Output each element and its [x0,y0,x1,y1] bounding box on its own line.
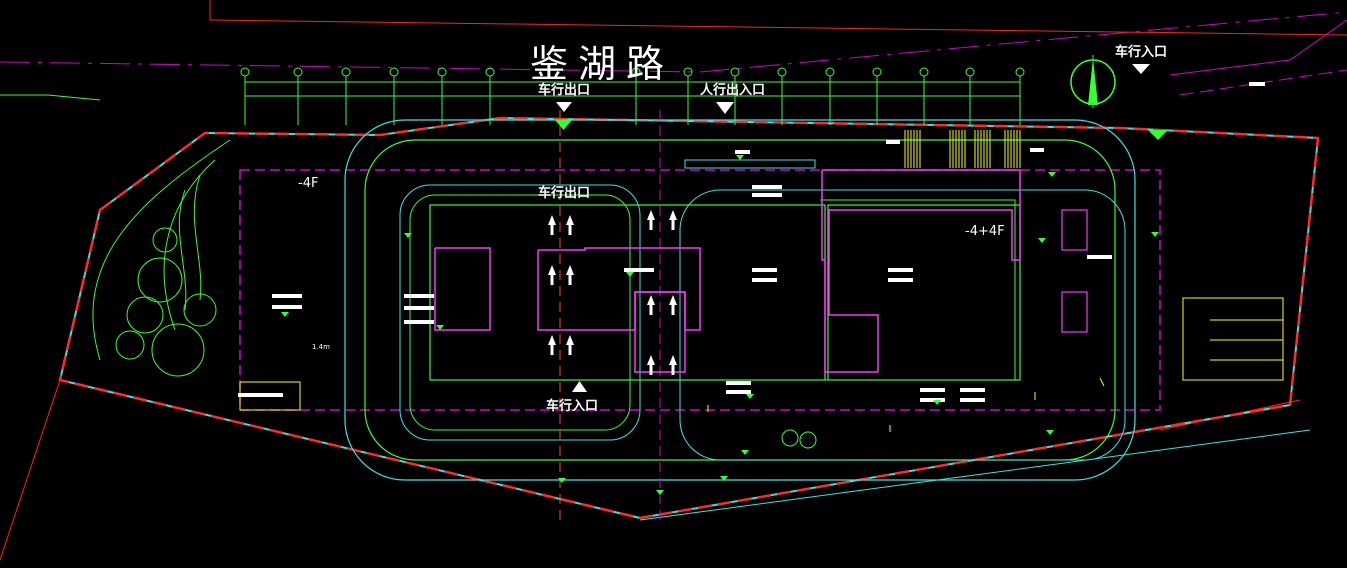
ramp-ticks [707,377,1105,432]
parking-arrow-icon [669,295,677,315]
parking-arrow-icon [566,335,574,355]
lamp-icon [293,67,303,77]
entrance-triangle-icon [555,64,1168,392]
lamp-icon [777,67,787,77]
floors-left-label: -4F [298,176,318,191]
road-name: 鉴湖路 [530,42,674,86]
crosswalks [904,130,1021,168]
lamp-icon [825,67,835,77]
tree-symbol-icon [115,227,817,449]
site-boundary [58,116,1320,520]
parking-arrow-icon [566,265,574,285]
buildings [239,159,1284,411]
parking-arrow-icon [669,355,677,375]
parking-arrow-icon [647,295,655,315]
vehicle-exit-inner-label: 车行出口 [538,185,590,201]
north-arrow-icon [1070,55,1116,108]
lamp-icon [965,67,975,77]
vehicle-exit-top-label: 车行出口 [538,82,590,98]
lamp-icon [730,67,740,77]
pedestrian-entrance-label: 人行出入口 [700,82,765,98]
lamp-icon [240,67,250,77]
basement-outline [239,169,1161,411]
parking-arrow-icon [647,210,655,230]
parking-arrow-icon [548,215,556,235]
lamp-icon [389,67,399,77]
lamp-icon [341,67,351,77]
street-lamps [240,67,1025,125]
vehicle-entrance-bottom-label: 车行入口 [546,398,598,414]
lamp-icon [437,67,447,77]
parking-arrow-icon [548,265,556,285]
landscape-area [92,139,817,449]
lamp-icon [919,67,929,77]
small-value-label: 1.4m [312,343,330,351]
parking-arrow-icon [669,210,677,230]
internal-roads [344,110,1136,520]
parking-arrow-icon [548,335,556,355]
lamp-icon [872,67,882,77]
parking-arrows [548,210,677,375]
lamp-icon [1015,67,1025,77]
elevation-markers [281,155,1159,495]
annotation-bars [238,82,1265,402]
vehicle-entrance-top-right-label: 车行入口 [1115,44,1167,60]
parking-arrow-icon [647,355,655,375]
floors-right-label: -4+4F [965,224,1005,239]
parking-arrow-icon [566,215,574,235]
